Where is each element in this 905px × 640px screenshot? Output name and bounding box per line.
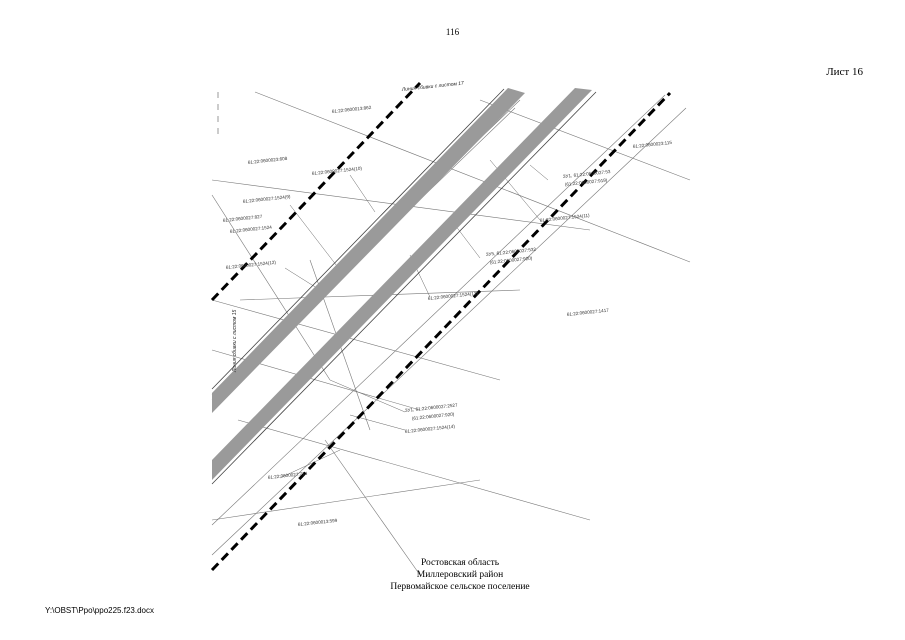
parcel-label: (61:22:0600027:919) <box>565 178 608 187</box>
corridor-band-upper <box>212 88 525 413</box>
match-line-lower <box>210 91 672 572</box>
parcel-label: 61:22:0600013:599 <box>298 518 338 527</box>
parcel-label: ЗУ5, 61:22:0600027:532 <box>486 247 537 257</box>
parcel-label: 61:22:0600023:608 <box>248 156 288 165</box>
boundary-line <box>479 99 691 181</box>
leader-line <box>329 379 406 413</box>
page-number: 116 <box>445 27 460 37</box>
match-label-top: Линия сбивки с листом 17 <box>401 80 465 93</box>
boundary-line <box>211 479 481 521</box>
parcel-label: 61:22:0600027:1524(9) <box>243 194 291 204</box>
location-settlement: Первомайское сельское поселение <box>390 582 530 592</box>
file-path: Y:\OBST\Ppo\ppo225.f23.docx <box>45 606 154 615</box>
match-line-upper <box>210 81 422 302</box>
parcel-label: 61:22:0600027:1524(11) <box>540 213 591 223</box>
boundary-line <box>211 194 331 381</box>
parcel-label: 61:22:0600027:1524(14) <box>405 424 456 434</box>
location-region: Ростовская область <box>420 558 500 568</box>
leader-line <box>289 204 341 271</box>
parcel-label: 61:22:0600027:1524(12) <box>226 260 277 270</box>
sheet-label: Лист 16 <box>826 66 863 78</box>
corridor-band-lower <box>212 88 592 480</box>
boundary-line <box>211 94 666 526</box>
location-caption: Ростовская область Миллеровский район Пе… <box>350 557 570 593</box>
parcel-label: ЗУ1, 61:22:0600027:53 <box>563 169 611 179</box>
boundary-line <box>237 419 591 521</box>
match-label-left: Линия сбивки с листом 15 <box>232 309 238 373</box>
leader-line <box>349 174 376 213</box>
leader-line <box>454 224 481 259</box>
boundary-line <box>324 439 421 576</box>
corridor-edge <box>211 88 505 390</box>
parcel-label: 61:22:0600027:714 <box>268 471 308 480</box>
boundary-line <box>211 299 501 381</box>
location-district: Миллеровский район <box>416 570 504 580</box>
parcel-label: 61:22:0600027:1417 <box>567 308 610 317</box>
parcel-label: 61:22:0600027:827 <box>223 214 263 223</box>
parcel-label: 61:22:0600013:862 <box>332 105 372 114</box>
leader-line <box>529 164 549 181</box>
parcel-label: 61:22:0600027:1524 <box>230 225 273 234</box>
parcel-label: ЗУ1, 61:22:0600027:2527 <box>405 402 459 413</box>
leader-line <box>279 449 341 479</box>
parcel-label: 61:22:0600023:115 <box>633 140 673 149</box>
boundary-line <box>211 107 687 556</box>
leader-line <box>284 267 321 291</box>
parcel-label: (61:22:0600027:920) <box>490 256 533 265</box>
corridor-edge <box>211 91 597 485</box>
boundary-line <box>254 91 691 263</box>
parcel-label: 61:22:0600027:1524(10) <box>312 166 363 176</box>
parcel-label: 61:22:0600027:1524(13) <box>428 291 479 301</box>
parcel-label: (61:22:0600027:920) <box>412 412 455 421</box>
